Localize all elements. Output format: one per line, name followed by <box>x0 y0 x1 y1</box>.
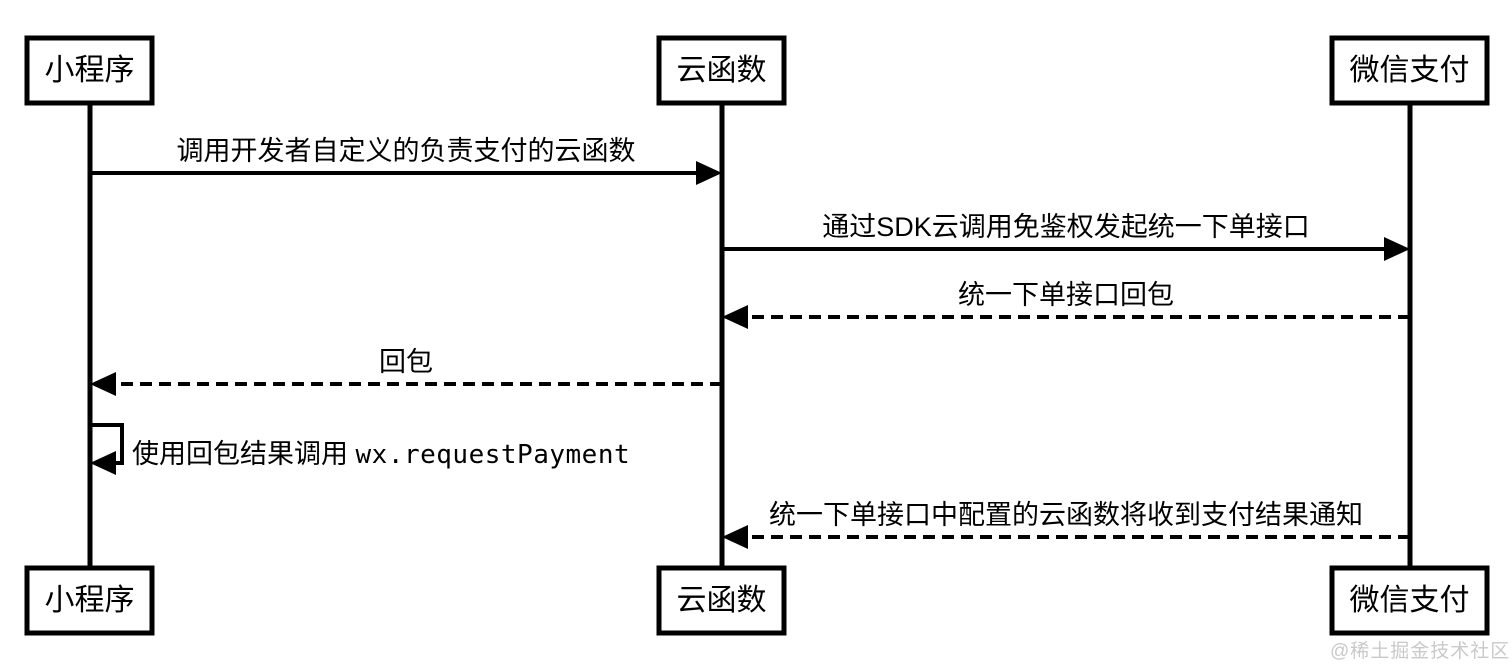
participant-box-top-miniprogram[interactable] <box>24 35 155 106</box>
message-5-self-loop[interactable]: 使用回包结果调用 wx.requestPayment <box>90 423 630 475</box>
message-2-label: 通过SDK云调用免鉴权发起统一下单接口 <box>822 212 1310 242</box>
message-2-arrowhead <box>1384 237 1410 261</box>
participant-header-cloudfunction[interactable]: 云函数 <box>656 35 787 106</box>
participant-footer-cloudfunction[interactable]: 云函数 <box>656 565 787 636</box>
message-5-label: 使用回包结果调用 wx.requestPayment <box>132 439 630 470</box>
message-5-label-mono: wx.requestPayment <box>356 440 631 470</box>
message-4-label: 回包 <box>379 347 433 377</box>
watermark-text: @稀土掘金技术社区 <box>1330 641 1511 662</box>
participant-box-bottom-cloudfunction[interactable] <box>656 565 787 636</box>
message-5-label-prefix: 使用回包结果调用 <box>132 439 356 469</box>
participant-footer-wechatpay[interactable]: 微信支付 <box>1329 565 1490 636</box>
participant-header-wechatpay[interactable]: 微信支付 <box>1329 35 1490 106</box>
participant-box-top-wechatpay[interactable] <box>1329 35 1490 106</box>
participant-footer-miniprogram[interactable]: 小程序 <box>24 565 155 636</box>
message-5-arrowhead <box>90 451 116 475</box>
message-1-arrowhead <box>696 161 722 185</box>
participant-box-bottom-wechatpay[interactable] <box>1329 565 1490 636</box>
message-6[interactable]: 统一下单接口中配置的云函数将收到支付结果通知 <box>722 500 1410 549</box>
message-1[interactable]: 调用开发者自定义的负责支付的云函数 <box>90 136 722 185</box>
participant-label-bottom-miniprogram: 小程序 <box>45 584 135 617</box>
message-2[interactable]: 通过SDK云调用免鉴权发起统一下单接口 <box>722 212 1410 261</box>
participant-label-top-miniprogram: 小程序 <box>45 54 135 87</box>
message-3-arrowhead <box>722 305 748 329</box>
message-3[interactable]: 统一下单接口回包 <box>722 280 1410 329</box>
message-1-label: 调用开发者自定义的负责支付的云函数 <box>177 136 636 166</box>
participant-box-bottom-miniprogram[interactable] <box>24 565 155 636</box>
participant-header-miniprogram[interactable]: 小程序 <box>24 35 155 106</box>
message-4-arrowhead <box>90 372 116 396</box>
participant-label-bottom-cloudfunction: 云函数 <box>677 584 767 617</box>
participant-label-top-wechatpay: 微信支付 <box>1350 54 1470 87</box>
message-6-label: 统一下单接口中配置的云函数将收到支付结果通知 <box>769 500 1363 530</box>
message-6-arrowhead <box>722 525 748 549</box>
participant-label-bottom-wechatpay: 微信支付 <box>1350 584 1470 617</box>
lifelines <box>87 103 1413 568</box>
message-3-label: 统一下单接口回包 <box>958 280 1174 310</box>
participant-box-top-cloudfunction[interactable] <box>656 35 787 106</box>
message-4[interactable]: 回包 <box>90 347 722 396</box>
participant-label-top-cloudfunction: 云函数 <box>677 54 767 87</box>
